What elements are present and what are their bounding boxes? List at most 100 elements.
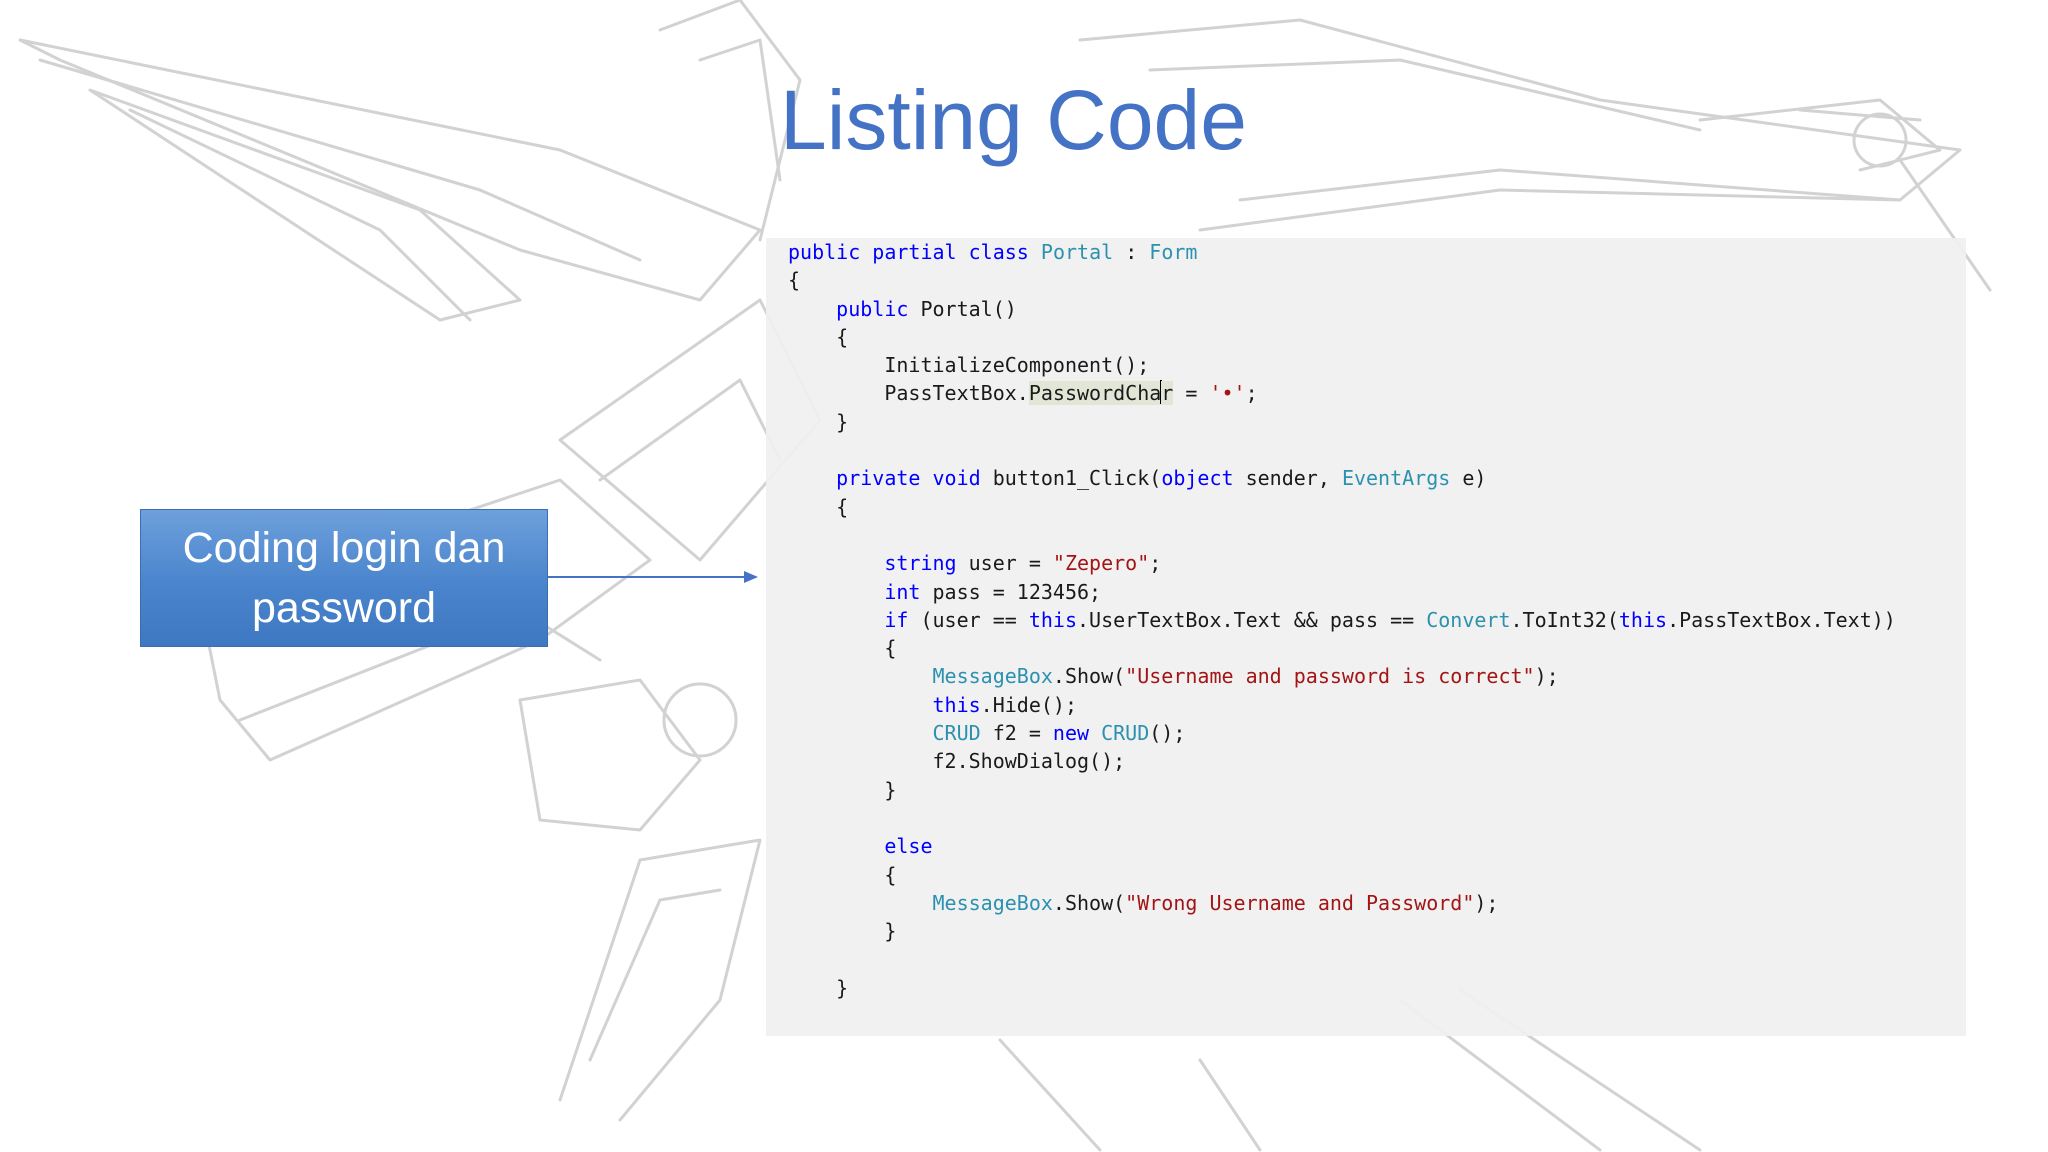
code-token: object: [1161, 466, 1234, 491]
code-token: private: [836, 466, 921, 491]
code-line: CRUD f2 = new CRUD();: [788, 719, 1896, 747]
code-token: .Hide();: [980, 692, 1077, 717]
code-line: {: [788, 323, 1896, 351]
code-token: pass = 123456;: [920, 579, 1102, 604]
code-token: ;: [1245, 381, 1258, 406]
code-line: }: [788, 776, 1896, 804]
code-line: public partial class Portal : Form: [788, 238, 1896, 266]
code-line: {: [788, 861, 1896, 889]
code-token: class: [968, 240, 1029, 264]
code-line: MessageBox.Show("Username and password i…: [788, 662, 1896, 690]
code-token: partial: [872, 240, 957, 264]
code-token: }: [788, 409, 849, 434]
code-line: if (user == this.UserTextBox.Text && pas…: [788, 606, 1896, 634]
code-token: f2 =: [980, 721, 1053, 746]
code-token: {: [788, 324, 849, 349]
code-token: .Show(: [1052, 664, 1126, 689]
code-line: }: [788, 974, 1896, 1002]
code-line: PassTextBox.PasswordChar = '•';: [788, 379, 1896, 407]
code-token: [1089, 721, 1101, 745]
code-token: [788, 721, 933, 745]
code-token: int: [884, 579, 921, 604]
code-token: ;: [1149, 551, 1162, 576]
code-line: }: [788, 408, 1896, 436]
code-line: f2.ShowDialog();: [788, 747, 1896, 775]
code-token: Portal(): [908, 296, 1017, 321]
code-line: private void button1_Click(object sender…: [788, 464, 1896, 492]
callout-box: Coding login dan password: [140, 509, 548, 647]
code-token: ();: [1149, 721, 1186, 746]
code-token: :: [1113, 240, 1150, 264]
code-token: (user ==: [908, 607, 1029, 632]
code-token: new: [1052, 721, 1090, 746]
code-token: }: [788, 919, 897, 944]
code-line: {: [788, 266, 1896, 294]
code-line: [788, 521, 1896, 549]
code-token: "Zepero": [1052, 551, 1150, 576]
code-token: .UserTextBox.Text && pass ==: [1077, 607, 1427, 632]
code-token: "Username and password is correct": [1125, 664, 1535, 689]
code-line: public Portal(): [788, 295, 1896, 323]
code-listing: public partial class Portal : Form{ publ…: [788, 238, 1896, 1002]
code-line: [788, 436, 1896, 464]
code-line: [788, 804, 1896, 832]
code-token: public: [836, 296, 909, 321]
code-token: );: [1474, 890, 1499, 915]
code-token: [788, 664, 933, 688]
code-token: Form: [1149, 240, 1198, 264]
code-line: InitializeComponent();: [788, 351, 1896, 379]
code-token: .PassTextBox.Text)): [1667, 607, 1896, 632]
code-token: public: [788, 240, 861, 264]
code-token: this: [932, 692, 981, 717]
code-token: EventArgs: [1341, 466, 1451, 491]
code-token: Portal: [1040, 240, 1114, 264]
code-token: }: [788, 975, 849, 1000]
code-token: =: [1173, 381, 1210, 406]
code-token: [1029, 240, 1041, 264]
code-token: .ToInt32(: [1510, 607, 1619, 632]
code-token: this: [1028, 607, 1078, 632]
code-token: [788, 693, 933, 717]
code-line: {: [788, 634, 1896, 662]
code-token: [920, 466, 932, 490]
code-token: {: [788, 636, 897, 661]
code-token: [957, 240, 969, 264]
code-token: r: [1161, 381, 1174, 406]
callout-arrow-icon: [548, 571, 758, 583]
code-listing-panel: public partial class Portal : Form{ publ…: [766, 238, 1966, 1036]
code-line: else: [788, 832, 1896, 860]
code-token: sender,: [1233, 466, 1342, 491]
code-token: );: [1534, 664, 1559, 689]
code-token: [788, 551, 884, 575]
code-line: MessageBox.Show("Wrong Username and Pass…: [788, 889, 1896, 917]
code-token: Convert: [1426, 607, 1511, 632]
callout-text: Coding login dan password: [182, 524, 506, 632]
code-token: button1_Click(: [980, 466, 1162, 491]
code-token: if: [884, 607, 909, 632]
code-line: }: [788, 917, 1896, 945]
code-token: user =: [956, 551, 1053, 576]
code-token: [860, 240, 872, 264]
code-token: [788, 297, 836, 321]
code-token: {: [788, 862, 897, 887]
code-line: this.Hide();: [788, 691, 1896, 719]
code-line: [788, 945, 1896, 973]
code-line: {: [788, 493, 1896, 521]
code-token: {: [788, 494, 849, 519]
code-token: [788, 891, 933, 915]
code-token: f2.ShowDialog();: [788, 749, 1126, 774]
code-token: [788, 608, 884, 632]
code-line: string user = "Zepero";: [788, 549, 1896, 577]
code-token: CRUD: [1101, 721, 1150, 746]
code-token: this: [1618, 607, 1668, 632]
code-token: [788, 466, 836, 490]
code-token: void: [932, 466, 981, 491]
code-token: e): [1450, 466, 1487, 491]
code-token: MessageBox: [932, 664, 1053, 689]
code-token: string: [884, 551, 957, 576]
code-token: "Wrong Username and Password": [1125, 890, 1475, 915]
code-token: CRUD: [932, 721, 981, 746]
code-token: PasswordCha: [1028, 381, 1162, 406]
code-token: [788, 580, 884, 604]
code-token: [788, 834, 884, 858]
